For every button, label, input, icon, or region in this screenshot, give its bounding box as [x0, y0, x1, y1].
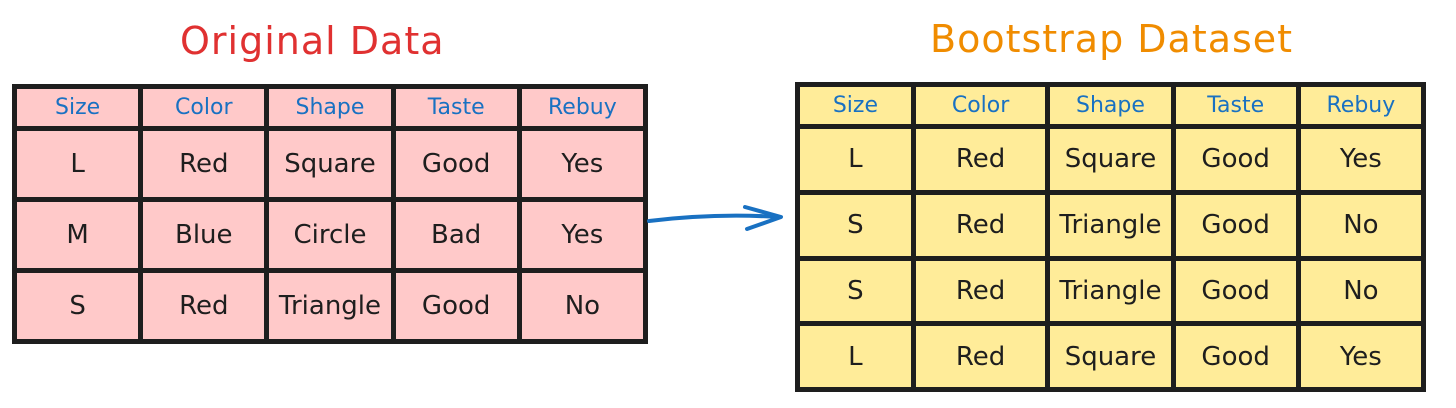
header-shape: Shape: [1045, 82, 1176, 129]
table-row: M Blue Circle Bad Yes: [11, 197, 649, 273]
table-row: S Red Triangle Good No: [795, 255, 1427, 327]
cell-color: Red: [138, 126, 270, 202]
cell-shape: Triangle: [264, 268, 396, 344]
cell-taste: Bad: [390, 197, 522, 273]
table-header-row: Size Color Shape Taste Rebuy: [795, 82, 1427, 129]
header-color: Color: [138, 84, 270, 131]
cell-rebuy: Yes: [516, 197, 649, 273]
cell-size: S: [795, 255, 916, 327]
cell-taste: Good: [1170, 321, 1301, 392]
cell-color: Red: [910, 189, 1051, 261]
cell-taste: Good: [390, 268, 522, 344]
table-row: L Red Square Good Yes: [795, 124, 1427, 195]
cell-rebuy: Yes: [1295, 124, 1427, 195]
table-header-row: Size Color Shape Taste Rebuy: [11, 84, 649, 131]
header-color: Color: [910, 82, 1051, 129]
header-shape: Shape: [264, 84, 396, 131]
bootstrap-dataset-title: Bootstrap Dataset: [930, 17, 1294, 61]
cell-taste: Good: [1170, 189, 1301, 261]
table-row: L Red Square Good Yes: [11, 126, 649, 202]
bootstrap-dataset-table: Size Color Shape Taste Rebuy L Red Squar…: [795, 82, 1427, 392]
cell-size: M: [11, 197, 144, 273]
arrow-icon: [647, 205, 783, 231]
cell-size: L: [11, 126, 144, 202]
cell-color: Blue: [138, 197, 270, 273]
cell-size: L: [795, 124, 916, 195]
table-row: S Red Triangle Good No: [11, 268, 649, 344]
cell-taste: Good: [390, 126, 522, 202]
header-taste: Taste: [390, 84, 522, 131]
table-row: S Red Triangle Good No: [795, 189, 1427, 261]
cell-color: Red: [910, 255, 1051, 327]
original-data-table: Size Color Shape Taste Rebuy L Red Squar…: [11, 84, 649, 344]
cell-rebuy: Yes: [516, 126, 649, 202]
cell-size: S: [11, 268, 144, 344]
cell-taste: Good: [1170, 124, 1301, 195]
cell-rebuy: No: [1295, 255, 1427, 327]
cell-shape: Square: [1045, 124, 1176, 195]
header-size: Size: [11, 84, 144, 131]
header-size: Size: [795, 82, 916, 129]
header-taste: Taste: [1170, 82, 1301, 129]
original-data-title: Original Data: [180, 19, 445, 63]
cell-taste: Good: [1170, 255, 1301, 327]
cell-color: Red: [138, 268, 270, 344]
header-rebuy: Rebuy: [1295, 82, 1427, 129]
cell-shape: Triangle: [1045, 255, 1176, 327]
cell-rebuy: No: [1295, 189, 1427, 261]
cell-shape: Square: [1045, 321, 1176, 392]
cell-color: Red: [910, 321, 1051, 392]
cell-size: L: [795, 321, 916, 392]
table-row: L Red Square Good Yes: [795, 321, 1427, 392]
cell-rebuy: No: [516, 268, 649, 344]
cell-shape: Circle: [264, 197, 396, 273]
header-rebuy: Rebuy: [516, 84, 649, 131]
cell-rebuy: Yes: [1295, 321, 1427, 392]
cell-shape: Square: [264, 126, 396, 202]
cell-color: Red: [910, 124, 1051, 195]
cell-size: S: [795, 189, 916, 261]
cell-shape: Triangle: [1045, 189, 1176, 261]
